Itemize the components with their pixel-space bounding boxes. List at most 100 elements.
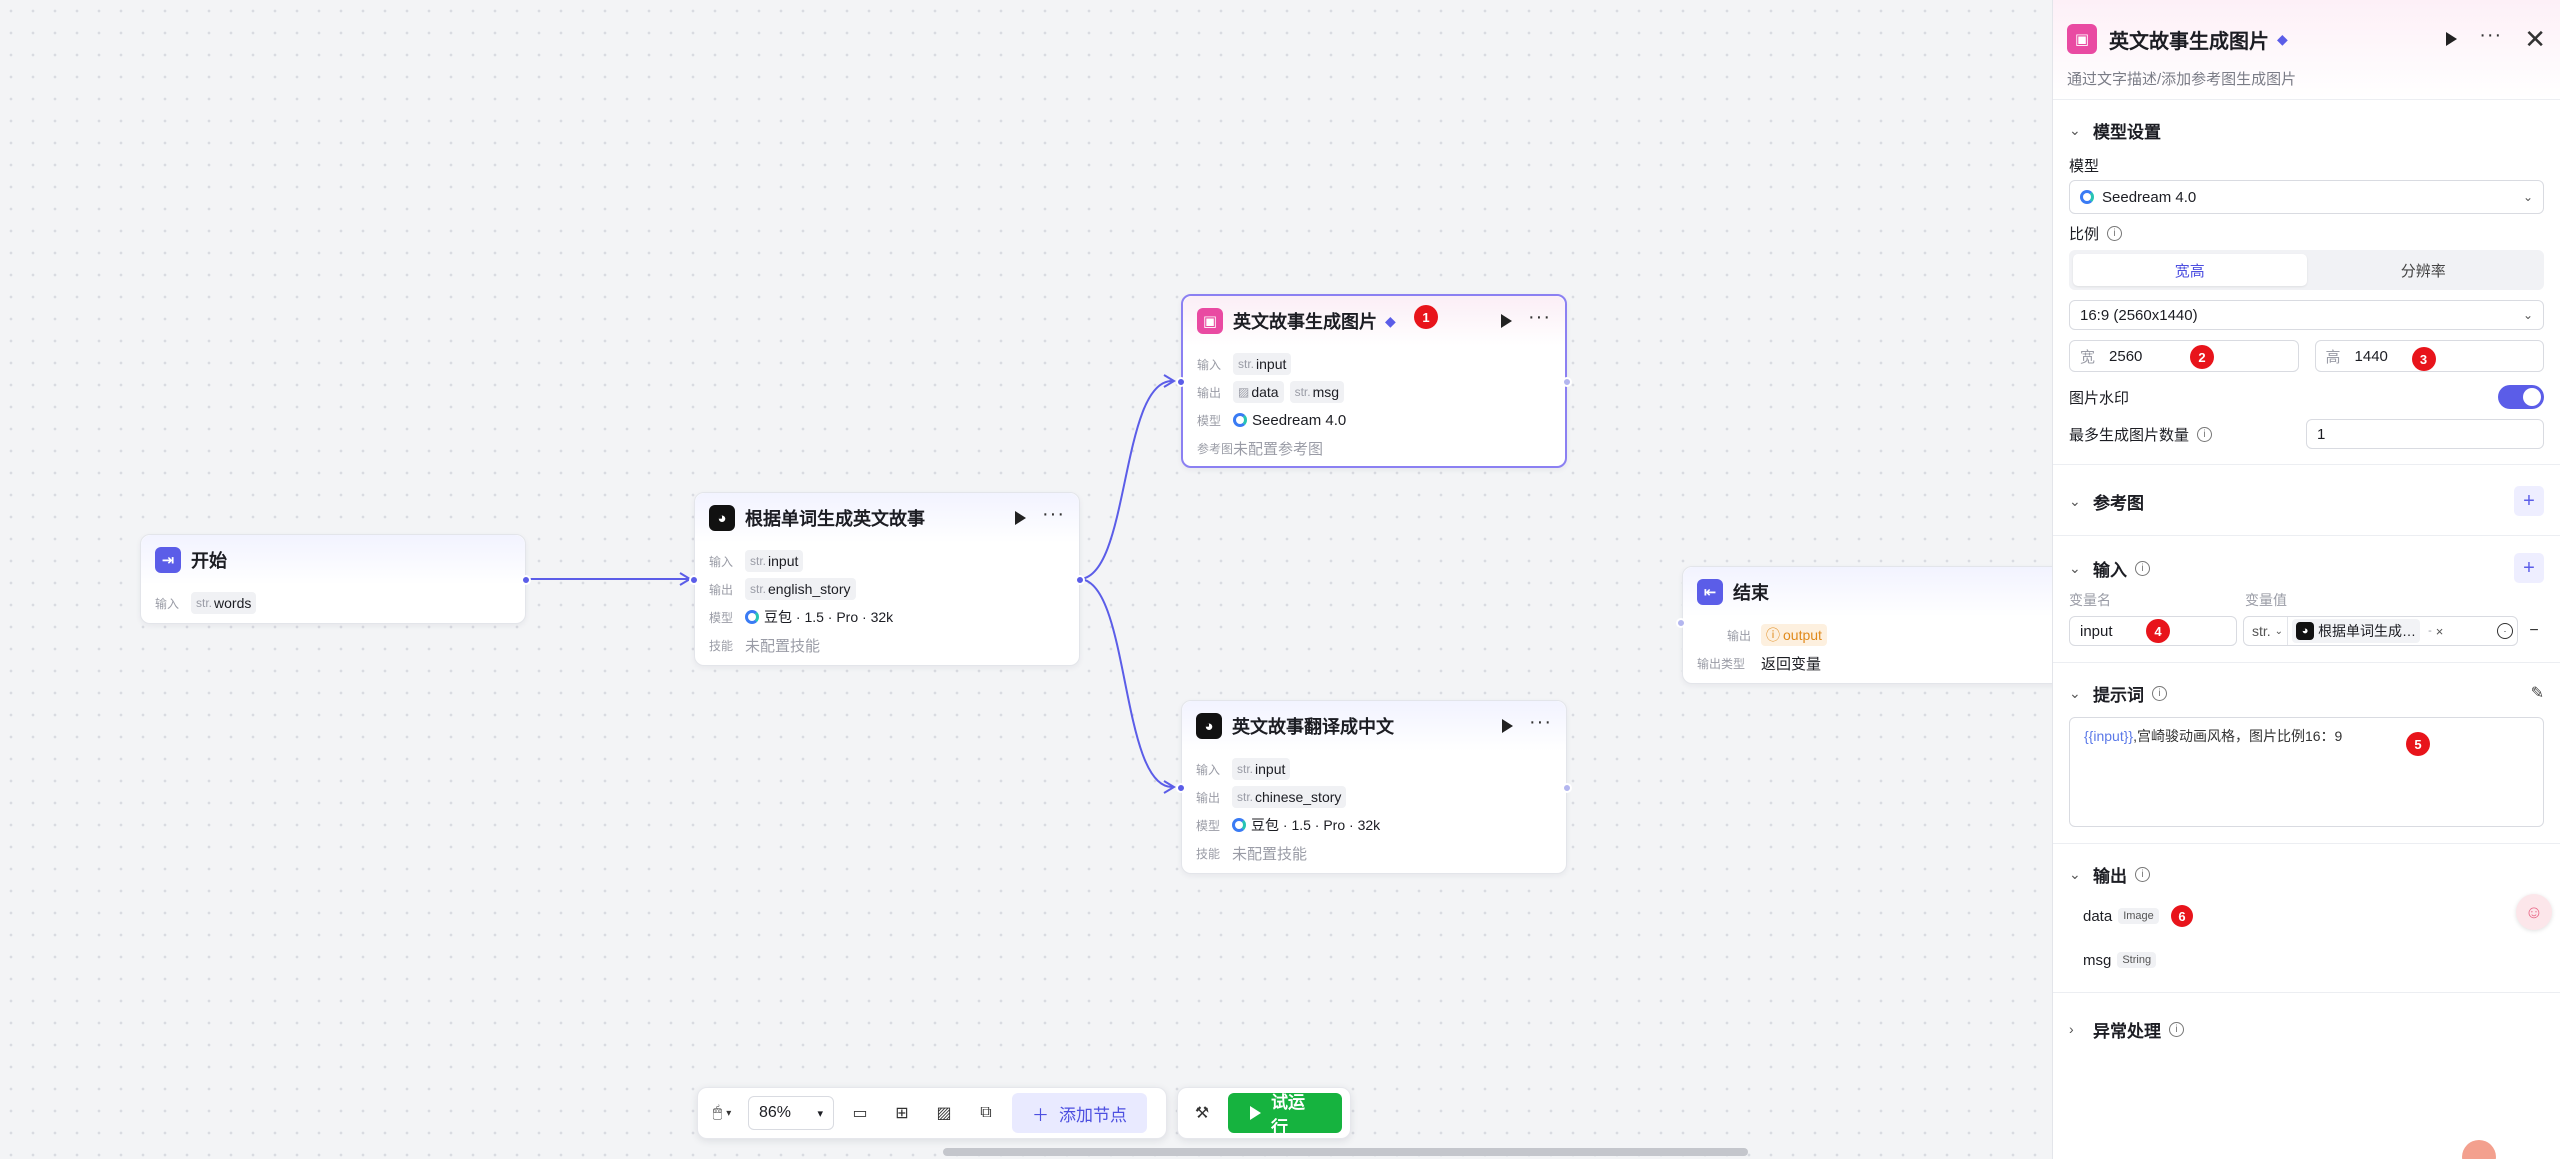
reference-header[interactable]: ⌄ 参考图 + xyxy=(2069,485,2544,517)
max-count-input[interactable]: 1 xyxy=(2306,419,2544,449)
model-select[interactable]: Seedream 4.0⌄ xyxy=(2069,180,2544,214)
input-var-tag: str.input xyxy=(1233,353,1292,375)
gen-story-output-handle[interactable] xyxy=(1075,575,1085,585)
translate-input-handle[interactable] xyxy=(1176,783,1186,793)
output-label: 输出 xyxy=(1197,385,1222,400)
panel-title: 英文故事生成图片 xyxy=(2109,30,2269,53)
ratio-select[interactable]: 16:9 (2560x1440)⌄ xyxy=(2069,300,2544,330)
fit-view-icon[interactable]: ⧉ xyxy=(980,1104,992,1121)
chevron-down-icon: ⌄ xyxy=(2069,559,2081,576)
assistant-avatar-icon[interactable]: ☺ xyxy=(2516,894,2552,930)
add-reference-button[interactable]: + xyxy=(2514,486,2544,516)
gen-image-output-handle[interactable] xyxy=(1562,377,1572,387)
run-node-icon[interactable] xyxy=(1015,511,1027,525)
model-label: 模型 xyxy=(2069,157,2100,175)
prompt-library-icon[interactable]: ✎ xyxy=(2530,685,2544,702)
zoom-select[interactable]: 86%▾ xyxy=(748,1096,834,1130)
clear-ref-icon[interactable]: × xyxy=(2435,623,2444,639)
workflow-canvas[interactable]: ⇥ 开始 输入 str.words ◕ 根据单词生成英文故事 ··· 输入 str… xyxy=(0,0,2068,1159)
llm-icon: ◕ xyxy=(1196,713,1222,739)
horizontal-scrollbar[interactable] xyxy=(943,1148,1748,1156)
add-node-button[interactable]: ＋添加节点 xyxy=(1012,1093,1147,1133)
input-var-row: input 4 str.⌄ ◕根据单词生成… - × · − xyxy=(2069,616,2544,646)
end-node-title: 结束 xyxy=(1733,583,1769,603)
var-name-input[interactable]: input 4 xyxy=(2069,616,2237,646)
annotation-badge-6: 6 xyxy=(2171,905,2193,927)
watermark-row: 图片水印 xyxy=(2069,382,2544,412)
info-icon: i xyxy=(2169,1021,2184,1037)
start-node[interactable]: ⇥ 开始 输入 str.words xyxy=(140,534,531,624)
prompt-variable: {{input}} xyxy=(2084,728,2134,744)
gen-story-input-handle[interactable] xyxy=(689,575,699,585)
prompt-editor[interactable]: {{input}},宫崎骏动画风格，图片比例16：9 5 xyxy=(2069,717,2544,827)
variable-picker-icon[interactable]: · xyxy=(2497,623,2513,639)
end-input-handle[interactable] xyxy=(1676,618,1686,628)
start-node-title: 开始 xyxy=(191,551,227,571)
info-icon: i xyxy=(2135,866,2150,882)
end-node-header: ⇤ 结束 xyxy=(1683,567,2067,617)
ratio-mode-segmented[interactable]: 宽高 分辨率 xyxy=(2069,250,2544,290)
chevron-down-icon: ⌄ xyxy=(2069,684,2081,701)
more-icon[interactable]: ··· xyxy=(1528,306,1551,328)
test-run-button[interactable]: 试运行 xyxy=(1228,1093,1342,1137)
start-output-handle[interactable] xyxy=(521,575,531,585)
add-input-button[interactable]: + xyxy=(2514,553,2544,583)
skill-label: 技能 xyxy=(1196,846,1221,861)
input-label: 输入 xyxy=(709,554,734,569)
reference-label: 参考图 xyxy=(1197,441,1234,456)
diamond-icon: ◆ xyxy=(1385,312,1396,329)
annotation-badge-5: 5 xyxy=(2406,732,2430,756)
segment-width-height[interactable]: 宽高 xyxy=(2073,254,2307,286)
run-node-icon[interactable] xyxy=(1502,719,1514,733)
panel-header: ▣ 英文故事生成图片 ◆ ··· ✕ 通过文字描述/添加参考图生成图片 xyxy=(2053,0,2560,100)
debug-tool-icon[interactable]: ⚒ xyxy=(1194,1105,1210,1122)
run-node-icon[interactable] xyxy=(2446,32,2458,46)
var-value-input[interactable]: str.⌄ ◕根据单词生成… - × · xyxy=(2243,616,2518,646)
plus-icon: ＋ xyxy=(1032,1105,1049,1125)
start-icon: ⇥ xyxy=(155,547,181,573)
annotation-badge-1: 1 xyxy=(1414,305,1438,329)
skill-value: 未配置技能 xyxy=(1232,845,1308,863)
comment-icon[interactable]: ▭ xyxy=(852,1105,868,1122)
type-tag: String xyxy=(2117,952,2157,968)
user-avatar[interactable] xyxy=(2462,1140,2496,1159)
close-icon[interactable]: ✕ xyxy=(2524,24,2546,54)
segment-resolution[interactable]: 分辨率 xyxy=(2400,262,2446,280)
info-icon: i xyxy=(2135,560,2150,576)
translate-output-handle[interactable] xyxy=(1562,783,1572,793)
play-icon xyxy=(1250,1106,1261,1120)
gen-story-header: ◕ 根据单词生成英文故事 ··· xyxy=(695,493,1079,543)
node-config-panel: ▣ 英文故事生成图片 ◆ ··· ✕ 通过文字描述/添加参考图生成图片 ⌄ 模型… xyxy=(2052,0,2560,1159)
model-value: Seedream 4.0 xyxy=(1233,412,1346,429)
output-var-tag: str.english_story xyxy=(745,578,856,600)
watermark-toggle[interactable] xyxy=(2498,385,2544,409)
model-value: 豆包 · 1.5 · Pro · 32k xyxy=(745,607,893,627)
var-type-select[interactable]: str.⌄ xyxy=(2248,617,2289,645)
minimap-icon[interactable]: ▨ xyxy=(936,1105,952,1122)
layout-icon[interactable]: ⊞ xyxy=(895,1105,909,1122)
input-var-tag: str.input xyxy=(745,550,804,572)
remove-var-icon[interactable]: − xyxy=(2529,622,2539,639)
doubao-icon xyxy=(1232,818,1246,832)
mouse-mode-button[interactable]: 🖱▾ xyxy=(712,1104,732,1121)
model-label: 模型 xyxy=(1196,818,1221,833)
run-node-icon[interactable] xyxy=(1501,314,1513,328)
model-settings-header[interactable]: ⌄ 模型设置 xyxy=(2069,121,2161,142)
more-icon[interactable]: ··· xyxy=(1042,503,1065,525)
more-icon[interactable]: ··· xyxy=(2479,24,2503,46)
more-icon[interactable]: ··· xyxy=(1529,711,1552,733)
gen-image-input-handle[interactable] xyxy=(1176,377,1186,387)
